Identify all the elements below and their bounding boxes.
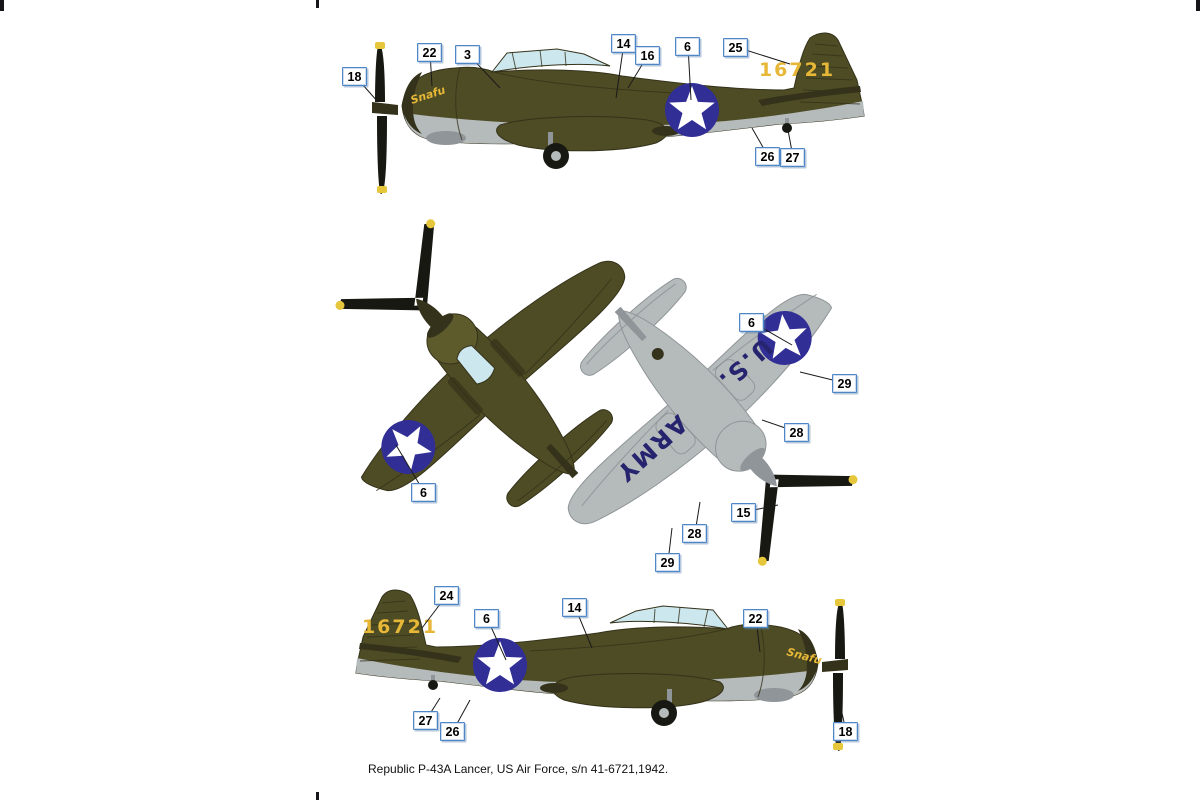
tail-number: 16721 <box>362 616 438 638</box>
callout-side-port-26: 26 <box>755 147 780 166</box>
callout-side-starboard-6: 6 <box>474 609 499 628</box>
crop-mark <box>316 0 319 8</box>
prop-tip <box>848 475 858 485</box>
callout-side-port-27: 27 <box>780 148 805 167</box>
prop-tip <box>426 219 436 229</box>
tail-number: 16721 <box>759 59 835 81</box>
callout-side-starboard-26: 26 <box>440 722 465 741</box>
prop-tip <box>757 556 767 566</box>
callout-side-port-16: 16 <box>635 46 660 65</box>
callout-side-port-14: 14 <box>611 34 636 53</box>
callout-side-port-18: 18 <box>342 67 367 86</box>
cowl-opening <box>740 447 766 472</box>
callout-side-port-6: 6 <box>675 37 700 56</box>
callout-side-starboard-22: 22 <box>743 609 768 628</box>
callout-bottom-6: 6 <box>739 313 764 332</box>
aircraft-side-starboard: 16721 Snafu <box>355 589 849 752</box>
view-top <box>242 134 714 602</box>
walkway <box>447 376 483 415</box>
view-side-starboard: 16721 Snafu <box>350 585 860 772</box>
callout-bottom-15: 15 <box>731 503 756 522</box>
callout-side-starboard-14: 14 <box>562 598 587 617</box>
crop-mark <box>1196 0 1200 11</box>
walkway <box>490 338 526 377</box>
crop-mark <box>0 0 4 11</box>
canopy-glass <box>456 345 496 385</box>
callout-bottom-28: 28 <box>784 423 809 442</box>
crop-mark <box>316 792 319 800</box>
star-insignia <box>665 83 719 137</box>
star-insignia <box>473 638 527 692</box>
callout-side-port-25: 25 <box>723 38 748 57</box>
airframe-port <box>371 32 865 195</box>
aircraft-bottom-view: U.S. ARMY <box>557 271 858 567</box>
aircraft-side-port: 16721 Snafu <box>371 32 865 195</box>
callout-side-port-22: 22 <box>417 43 442 62</box>
callout-side-port-3: 3 <box>455 45 480 64</box>
caption: Republic P-43A Lancer, US Air Force, s/n… <box>368 762 669 776</box>
callout-top-6: 6 <box>411 483 436 502</box>
view-bottom: U.S. ARMY <box>479 184 951 652</box>
callout-bottom-29: 29 <box>832 374 857 393</box>
cowl-opening <box>426 313 454 338</box>
callout-side-starboard-18: 18 <box>833 722 858 741</box>
callout-side-starboard-27: 27 <box>413 711 438 730</box>
callout-side-starboard-24: 24 <box>434 586 459 605</box>
callout-bottom-28: 28 <box>682 524 707 543</box>
aircraft-top-view <box>335 218 636 514</box>
turbo-exhaust <box>651 347 664 360</box>
view-side-port: 16721 Snafu <box>360 28 870 215</box>
callout-bottom-29: 29 <box>655 553 680 572</box>
prop-tip <box>335 300 345 310</box>
